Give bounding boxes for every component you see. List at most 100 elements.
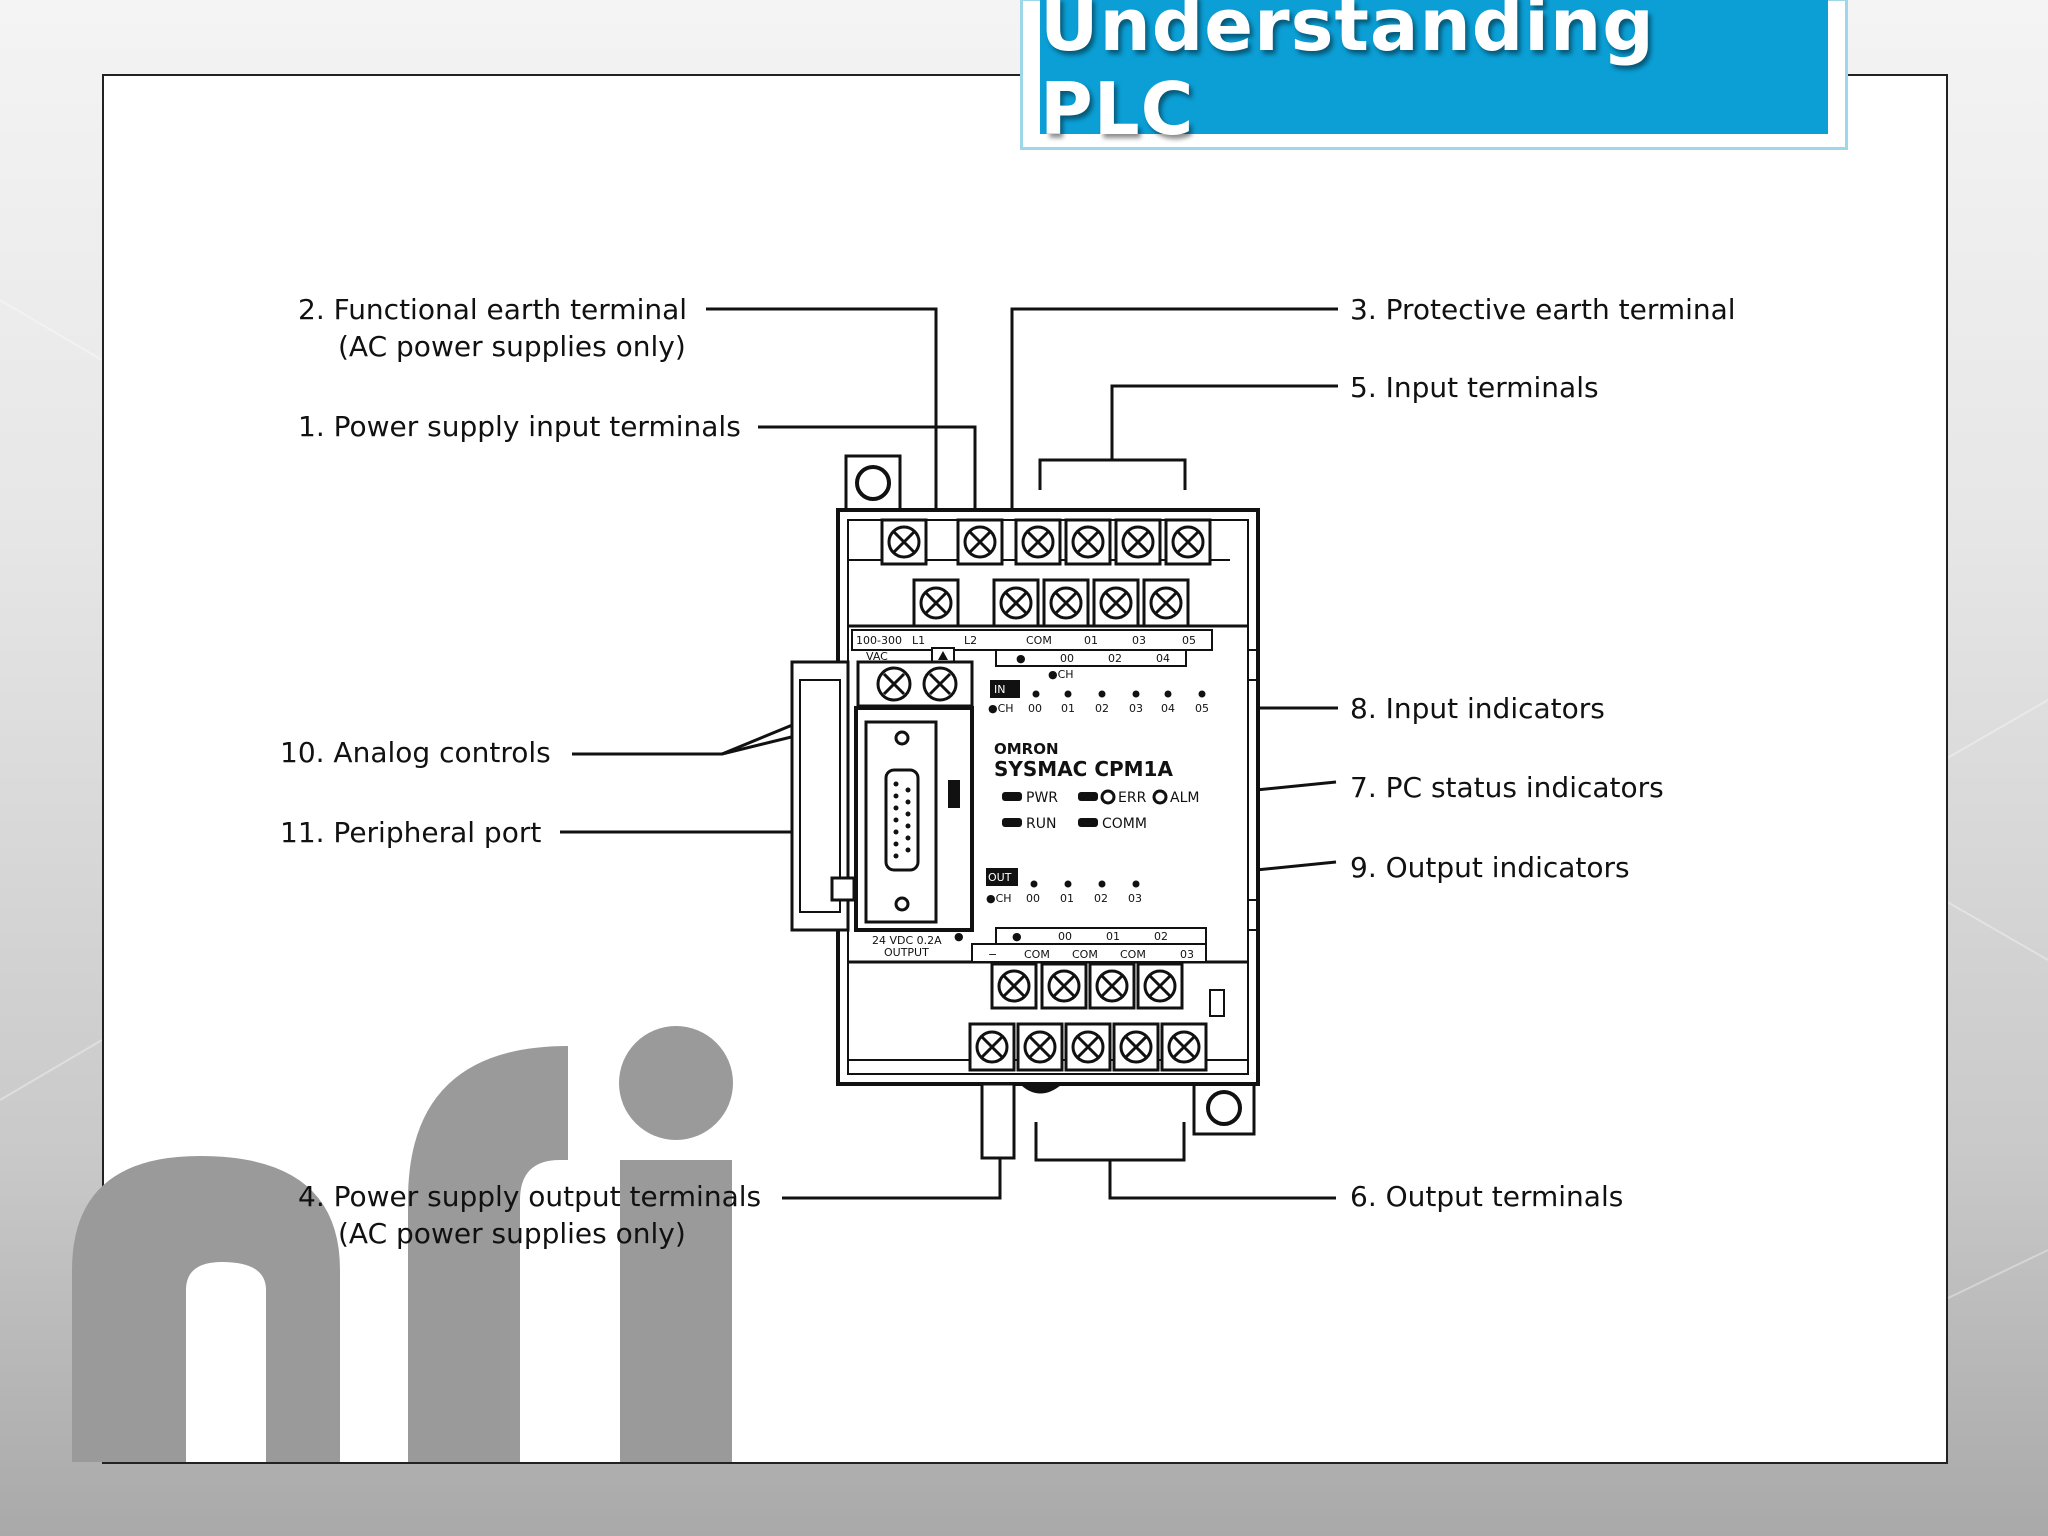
svg-text:●: ● [1012,930,1022,943]
terminal-screw [880,518,928,566]
svg-text:COM: COM [1072,948,1098,961]
terminal-screw [1142,578,1190,628]
terminal-screw [1088,962,1136,1010]
svg-text:●CH: ●CH [986,892,1012,905]
svg-text:00: 00 [1026,892,1040,905]
svg-text:02: 02 [1095,702,1109,715]
input-indicators: IN ●CH 00 01 02 03 04 05 [988,680,1209,715]
leader-4 [782,1086,1002,1200]
terminal-screw [1112,1022,1160,1072]
leader-2 [706,307,938,560]
label-power-supply-output-note: (AC power supplies only) [338,1217,686,1250]
peripheral-port [854,706,974,932]
slide-title: Understanding PLC [1040,0,1655,151]
svg-text:RUN: RUN [1026,816,1056,832]
svg-text:05: 05 [1182,634,1196,647]
terminal-screw [1016,1022,1064,1072]
svg-text:L1: L1 [912,634,925,647]
svg-text:02: 02 [1094,892,1108,905]
leader-3 [1010,307,1338,510]
svg-text:PWR: PWR [1026,790,1058,806]
bottom-terminals-upper [990,962,1184,1010]
label-power-supply-output: 4. Power supply output terminals [298,1180,761,1213]
svg-text:●CH: ●CH [988,702,1014,715]
label-input-terminals: 5. Input terminals [1350,371,1599,404]
terminal-screw [956,518,1004,566]
svg-text:OUTPUT: OUTPUT [884,946,929,959]
top-label-strip: 100-300 VAC L1 L2 COM 01 03 05 ● 00 02 0… [851,629,1213,681]
analog-knob [922,666,958,702]
svg-text:00: 00 [1028,702,1042,715]
label-functional-earth: 2. Functional earth terminal [298,293,687,326]
svg-text:L2: L2 [964,634,977,647]
led-comm [1078,818,1098,827]
svg-text:IN: IN [994,683,1005,696]
terminal-screw [968,1022,1016,1072]
svg-text:03: 03 [1129,702,1143,715]
top-terminals-lower [912,578,1190,628]
svg-text:01: 01 [1061,702,1075,715]
terminal-screw [1064,518,1112,566]
svg-text:01: 01 [1084,634,1098,647]
model-name: SYSMAC CPM1A [994,757,1173,781]
output-indicators: OUT ●CH 00 01 02 03 [986,868,1142,905]
terminal-screw [1160,1022,1208,1072]
terminal-screw [992,578,1040,628]
led-pwr [1002,792,1022,801]
led-err [1078,792,1098,801]
label-protective-earth: 3. Protective earth terminal [1350,293,1736,326]
svg-text:COM: COM [1026,634,1052,647]
svg-text:00: 00 [1060,652,1074,665]
svg-text:05: 05 [1195,702,1209,715]
led-run [1002,818,1022,827]
bottom-notch [980,1082,1061,1160]
label-pc-status-indicators: 7. PC status indicators [1350,771,1664,804]
svg-text:ALM: ALM [1170,790,1199,806]
svg-text:03: 03 [1132,634,1146,647]
svg-text:24 VDC 0.2A: 24 VDC 0.2A [872,934,942,947]
terminal-screw [1042,578,1090,628]
leader-1 [758,425,977,532]
svg-text:01: 01 [1106,930,1120,943]
terminal-screw [1040,962,1088,1010]
svg-text:●CH: ●CH [1048,668,1074,681]
svg-text:COM: COM [1120,948,1146,961]
label-power-supply-input: 1. Power supply input terminals [298,410,741,443]
terminal-screw [1014,518,1062,566]
bottom-terminals-lower [968,1022,1208,1072]
terminal-screw [1064,1022,1112,1072]
svg-text:00: 00 [1058,930,1072,943]
top-terminals-upper [880,518,1212,566]
svg-text:COMM: COMM [1102,816,1147,832]
svg-text:COM: COM [1024,948,1050,961]
svg-text:●: ● [954,930,964,943]
svg-text:04: 04 [1156,652,1170,665]
title-banner: Understanding PLC [1040,0,1828,151]
label-output-terminals: 6. Output terminals [1350,1180,1623,1213]
terminal-screw [1136,962,1184,1010]
label-analog-controls: 10. Analog controls [280,736,551,769]
svg-text:VAC: VAC [866,650,888,663]
terminal-screw [1164,518,1212,566]
label-peripheral-port: 11. Peripheral port [280,816,541,849]
svg-text:04: 04 [1161,702,1175,715]
analog-knob [876,666,912,702]
leader-6 [1034,1122,1186,1162]
svg-text:−: − [988,948,997,961]
svg-text:03: 03 [1180,948,1194,961]
label-output-indicators: 9. Output indicators [1350,851,1630,884]
svg-text:01: 01 [1060,892,1074,905]
terminal-screw [912,578,960,628]
svg-text:OUT: OUT [988,871,1012,884]
svg-text:●: ● [1016,652,1026,665]
svg-text:100-300: 100-300 [856,634,902,647]
terminal-screw [990,962,1038,1010]
label-functional-earth-note: (AC power supplies only) [338,330,686,363]
status-indicators: PWR ERR ALM RUN COMM [1002,789,1199,832]
analog-controls [856,660,974,708]
terminal-screw [1114,518,1162,566]
leader-5 [1038,458,1187,490]
svg-text:02: 02 [1154,930,1168,943]
